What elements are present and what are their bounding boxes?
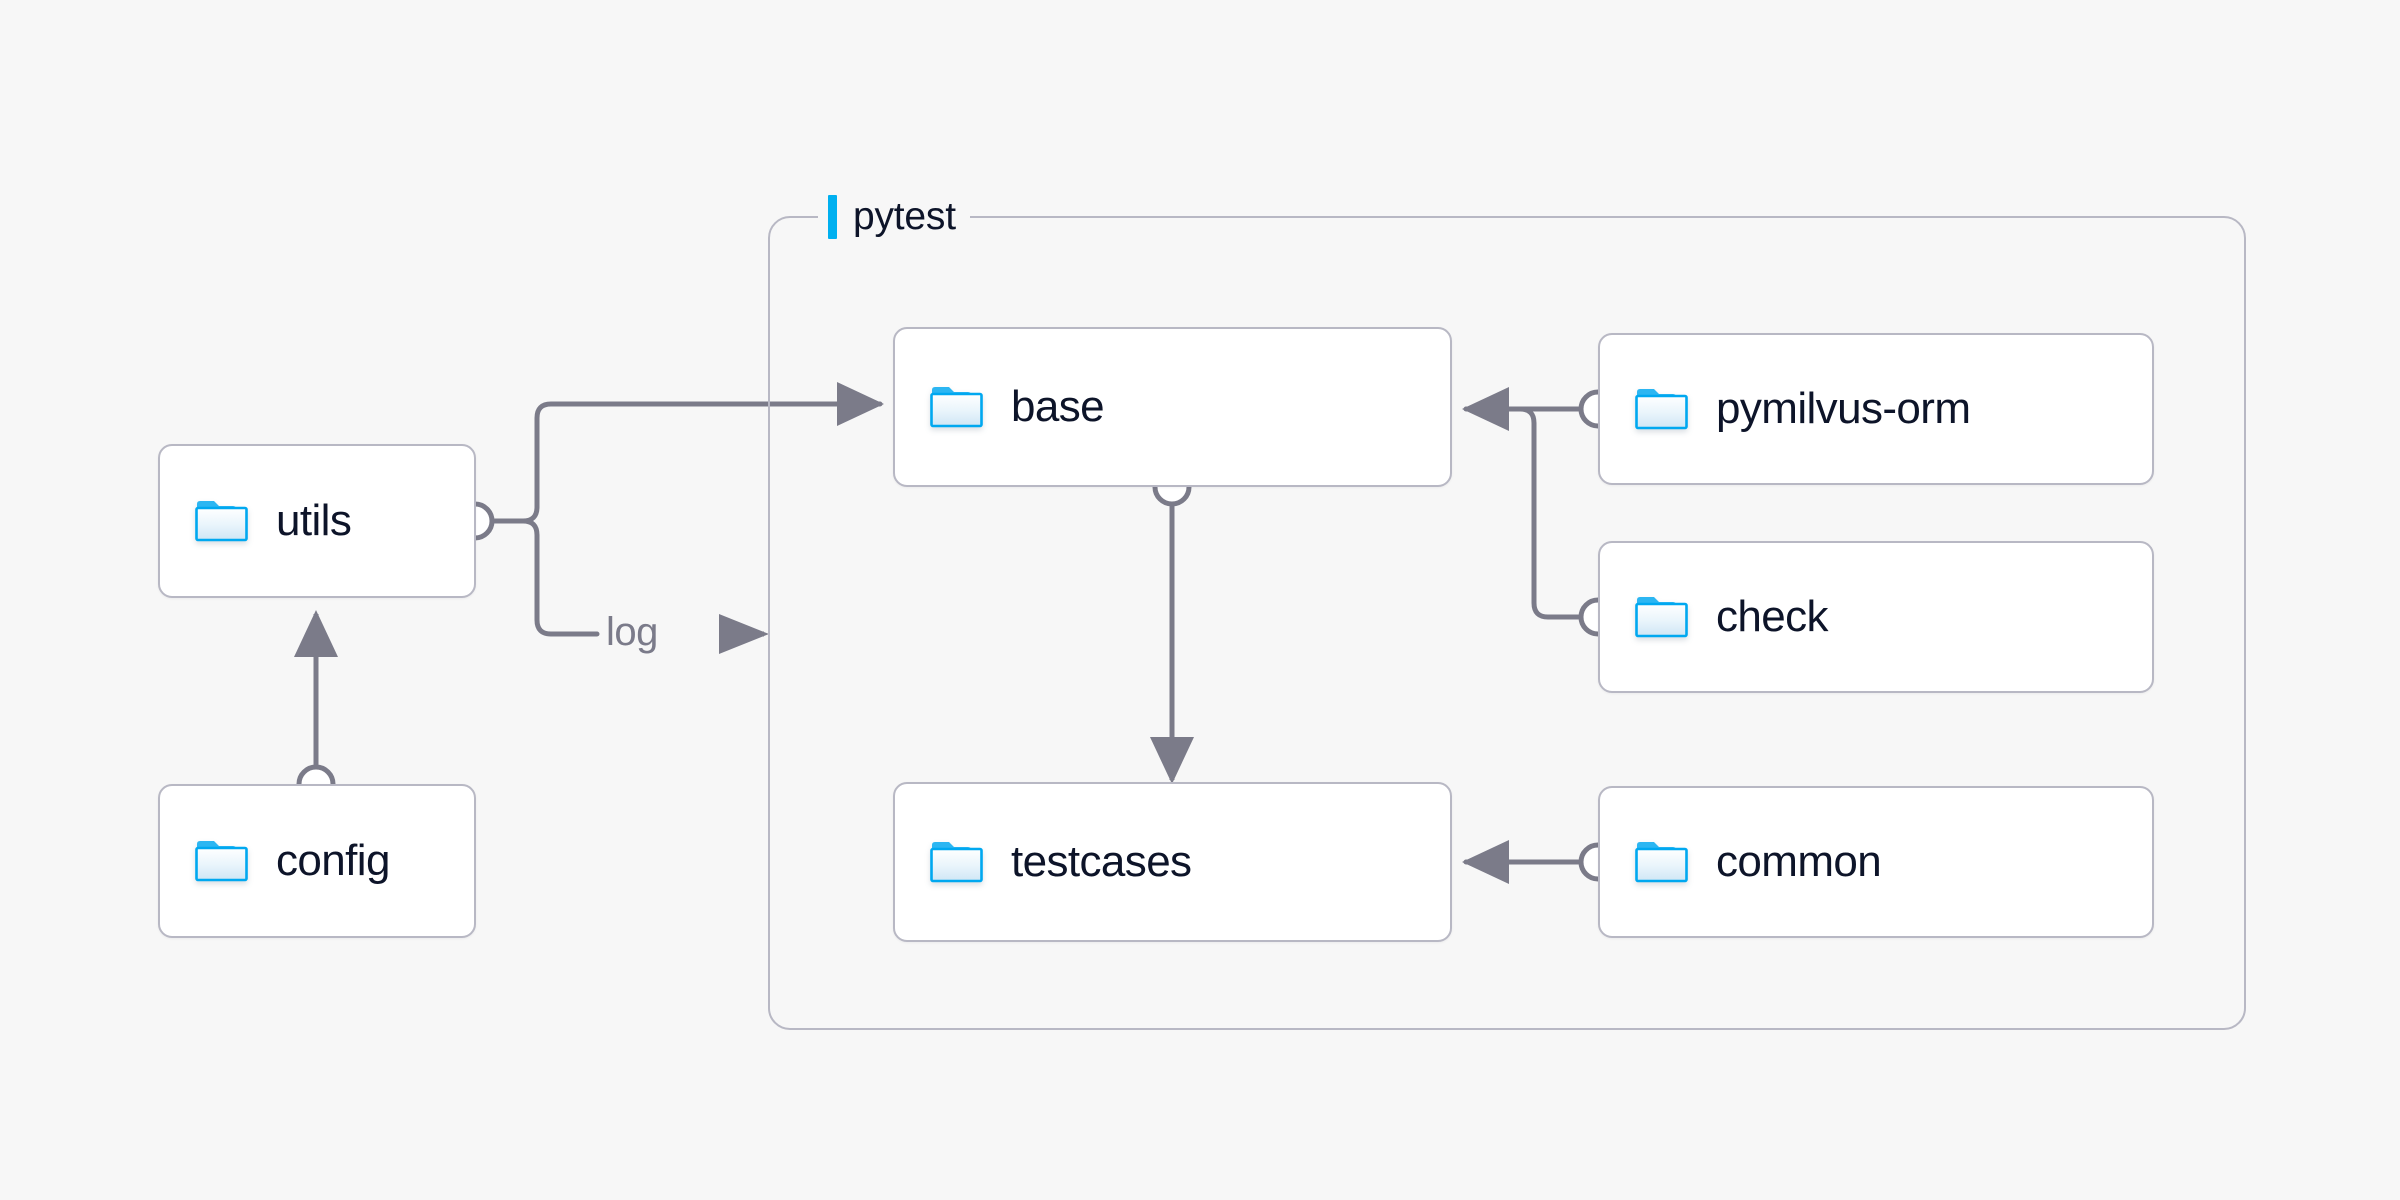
node-common[interactable]: common <box>1598 786 2154 938</box>
edge-label-log: log <box>606 610 658 654</box>
node-utils[interactable]: utils <box>158 444 476 598</box>
folder-icon <box>195 841 248 882</box>
group-accent-bar <box>828 195 837 239</box>
node-common-label: common <box>1716 837 1882 886</box>
folder-icon <box>930 842 983 883</box>
node-check-label: check <box>1716 592 1829 641</box>
folder-icon <box>1635 597 1688 638</box>
folder-icon <box>1635 389 1688 430</box>
node-config[interactable]: config <box>158 784 476 938</box>
node-pymilvus-orm-label: pymilvus-orm <box>1716 384 1971 433</box>
folder-icon <box>1635 842 1688 883</box>
folder-icon <box>930 387 983 428</box>
node-base-label: base <box>1011 382 1105 431</box>
group-pytest <box>768 216 2246 1030</box>
edge-config-to-utils <box>294 609 338 804</box>
group-pytest-label: pytest <box>853 195 956 238</box>
node-check[interactable]: check <box>1598 541 2154 693</box>
group-pytest-title: pytest <box>818 194 970 240</box>
folder-icon <box>195 501 248 542</box>
node-testcases-label: testcases <box>1011 837 1192 886</box>
node-base[interactable]: base <box>893 327 1452 487</box>
node-config-label: config <box>276 836 390 885</box>
node-pymilvus-orm[interactable]: pymilvus-orm <box>1598 333 2154 485</box>
node-testcases[interactable]: testcases <box>893 782 1452 942</box>
edge-utils-to-log <box>489 518 600 637</box>
node-utils-label: utils <box>276 496 352 545</box>
